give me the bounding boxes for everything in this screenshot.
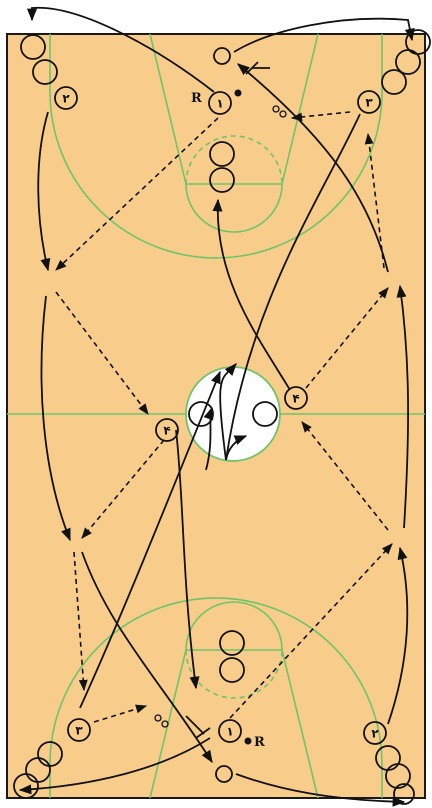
bottom-free-throw-arc-dashed bbox=[185, 649, 283, 699]
cut-path bbox=[235, 773, 406, 807]
referee-label: R bbox=[191, 91, 202, 106]
cut-path bbox=[37, 111, 51, 272]
player-1-top: ١ bbox=[208, 91, 232, 115]
player-2-top: ٢ bbox=[54, 86, 78, 110]
top-three-point-line bbox=[49, 34, 383, 259]
referee-label: R bbox=[254, 735, 265, 750]
pass-lines bbox=[55, 111, 393, 723]
pass-line bbox=[81, 439, 165, 539]
waiting-players bbox=[13, 29, 431, 805]
cut-path bbox=[387, 546, 409, 725]
pass-line bbox=[55, 117, 219, 271]
dribble-markers bbox=[154, 105, 287, 728]
player-marker bbox=[219, 630, 245, 656]
cut-path bbox=[26, 6, 215, 93]
player-label: ١ bbox=[216, 97, 223, 111]
pass-line bbox=[55, 291, 149, 415]
player-label: ٢ bbox=[62, 92, 70, 106]
cut-path bbox=[175, 429, 200, 690]
screen-mark bbox=[245, 61, 270, 75]
pass-line bbox=[93, 704, 148, 723]
player-label: ١ bbox=[226, 725, 233, 739]
cut-path bbox=[18, 737, 211, 795]
player-4-left: ۴ bbox=[155, 418, 179, 442]
cut-path bbox=[219, 113, 361, 461]
player-3-top: ٣ bbox=[357, 90, 381, 114]
cut-path bbox=[203, 406, 214, 471]
player-label: ۴ bbox=[292, 392, 299, 406]
top-free-throw-arc bbox=[185, 183, 283, 233]
player-marker bbox=[209, 141, 235, 167]
cut-path bbox=[396, 284, 409, 529]
cut-path bbox=[233, 17, 415, 53]
screen-mark bbox=[185, 715, 211, 739]
dribble-marker bbox=[272, 105, 280, 113]
ball-dot bbox=[234, 89, 242, 97]
player-4-right: ۴ bbox=[284, 386, 308, 410]
player-marker bbox=[208, 91, 232, 115]
player-marker bbox=[363, 721, 387, 745]
pass-line bbox=[229, 543, 393, 719]
pass-line bbox=[305, 287, 389, 389]
dribble-marker bbox=[161, 720, 169, 728]
player-marker bbox=[215, 765, 233, 783]
player-marker bbox=[395, 49, 421, 75]
cut-path bbox=[81, 551, 213, 764]
pass-line bbox=[364, 132, 385, 269]
center-circle bbox=[185, 366, 281, 462]
cut-path bbox=[225, 435, 248, 461]
player-marker bbox=[213, 47, 231, 65]
cut-path bbox=[237, 63, 389, 273]
player-label: ٣ bbox=[75, 724, 83, 738]
cut-path bbox=[79, 370, 221, 709]
player-label: ٢ bbox=[371, 727, 379, 741]
player-1-bottom: ١ bbox=[218, 719, 242, 743]
player-marker bbox=[385, 763, 411, 789]
player-marker bbox=[357, 90, 381, 114]
bottom-free-throw-arc bbox=[185, 601, 283, 651]
player-marker bbox=[20, 34, 46, 60]
player-marker bbox=[284, 386, 308, 410]
cut-path bbox=[40, 295, 71, 542]
referees: R R bbox=[191, 89, 265, 750]
player-3-bottom: ٣ bbox=[67, 718, 91, 742]
ball-dot bbox=[244, 737, 252, 745]
player-marker bbox=[219, 657, 245, 683]
player-2-bottom: ٢ bbox=[363, 721, 387, 745]
player-marker bbox=[381, 69, 407, 95]
player-label: ۴ bbox=[163, 424, 170, 438]
labeled-players: ١ ٢ ٣ ۴ ۴ ١ ٣ ٢ bbox=[54, 86, 387, 745]
movement-lines bbox=[18, 6, 415, 807]
court bbox=[6, 33, 426, 799]
player-marker bbox=[218, 719, 242, 743]
dribble-marker bbox=[279, 110, 287, 118]
player-marker bbox=[54, 86, 78, 110]
player-marker bbox=[32, 59, 58, 85]
player-marker bbox=[13, 773, 39, 799]
player-marker bbox=[155, 418, 179, 442]
top-free-throw-arc-dashed bbox=[185, 135, 283, 185]
player-marker bbox=[393, 783, 415, 805]
dribble-marker bbox=[154, 714, 162, 722]
pass-line bbox=[290, 111, 351, 122]
bottom-three-point-line bbox=[49, 597, 383, 798]
player-marker bbox=[188, 401, 214, 427]
player-marker bbox=[252, 401, 278, 427]
cut-path bbox=[212, 198, 291, 391]
player-label: ٣ bbox=[365, 96, 373, 110]
player-marker bbox=[67, 718, 91, 742]
player-marker bbox=[209, 167, 235, 193]
